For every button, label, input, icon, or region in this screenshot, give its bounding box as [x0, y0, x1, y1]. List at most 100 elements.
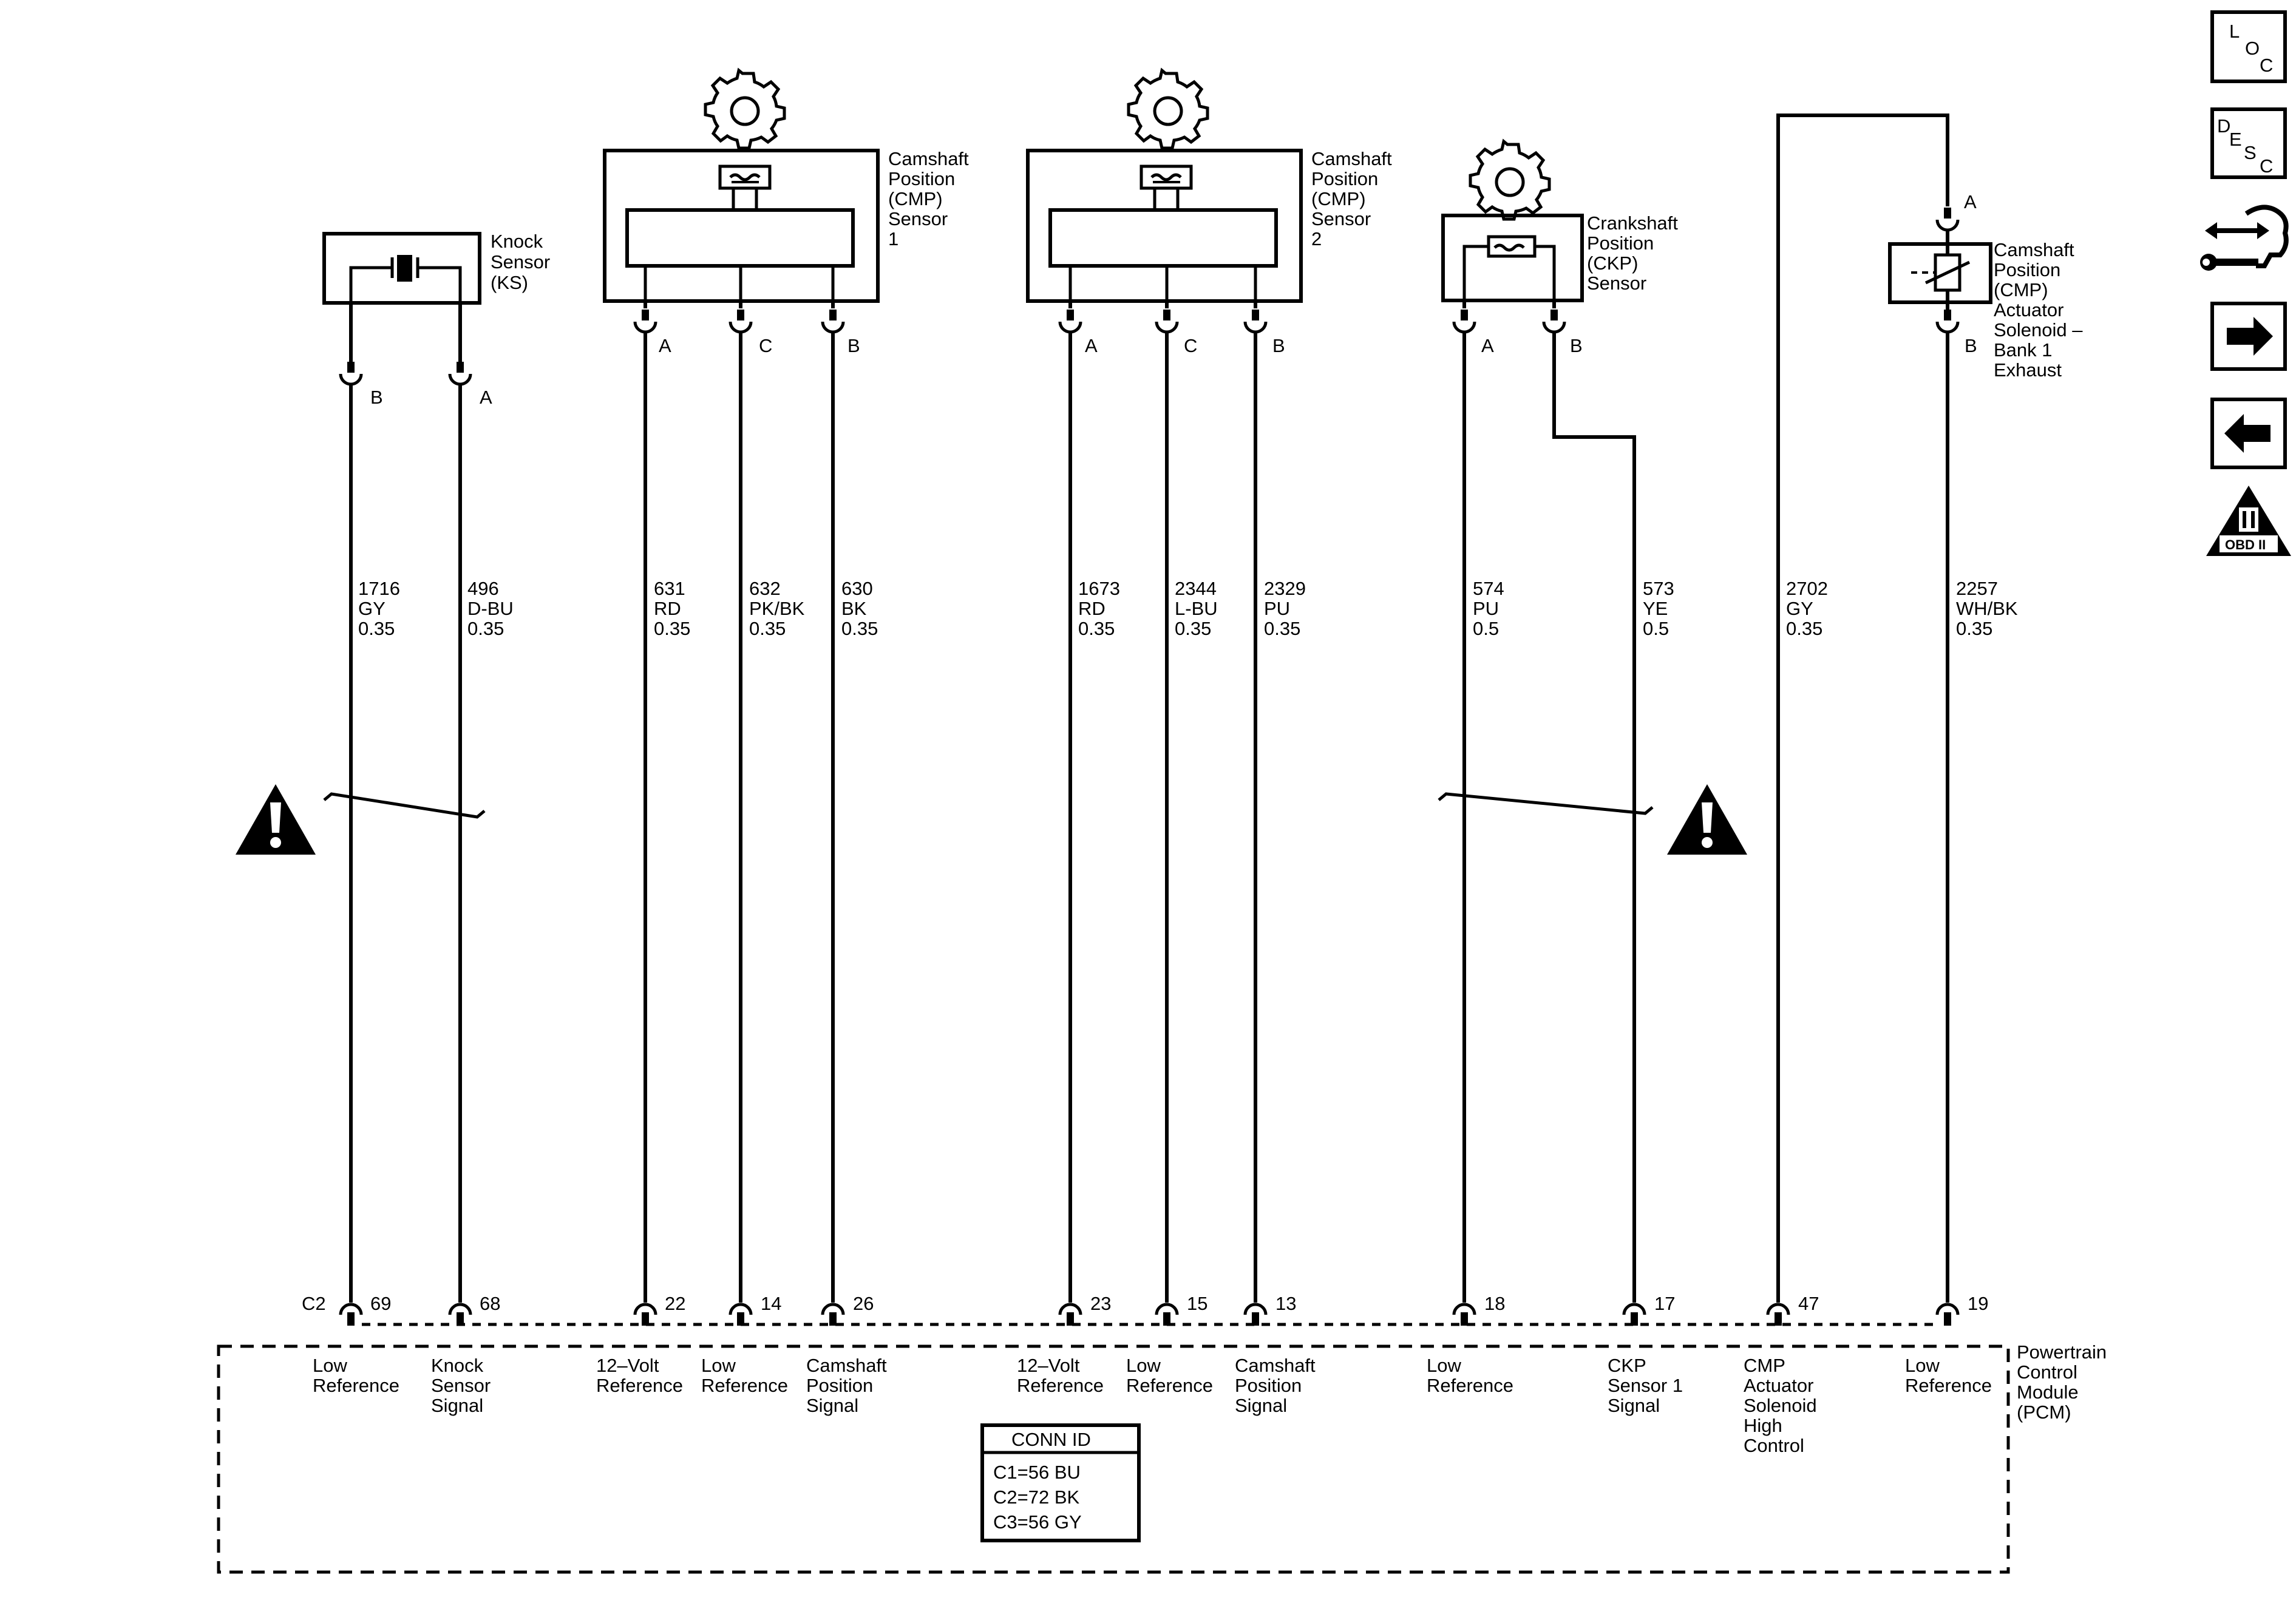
knock-sensor: Knock Sensor (KS) B A: [322, 231, 555, 408]
pcm-pin-socket: [341, 1304, 361, 1326]
ckp-sensor: Crankshaft Position (CKP) Sensor A B: [1441, 141, 1683, 356]
pcm-pin-number: 18: [1484, 1293, 1505, 1314]
connector-socket: [1156, 310, 1177, 332]
pin-label: B: [1570, 335, 1583, 356]
connector-wrench-icon: [2200, 205, 2289, 271]
nav-toolbar: L O C D E S C: [2200, 10, 2291, 556]
cmp-sensor-1-label: Camshaft Position (CMP) Sensor 1: [888, 148, 974, 249]
caution-icon: [236, 784, 316, 855]
arrow-right-icon: [2227, 317, 2273, 356]
ckp-sensor-label: Crankshaft Position (CKP) Sensor: [1587, 212, 1683, 294]
cmp-sensor-1: Camshaft Position (CMP) Sensor 1 A C B: [603, 70, 974, 356]
connector-socket: [635, 310, 656, 332]
rotating-gear-icon: [1129, 70, 1207, 148]
desc-letter: C: [2260, 155, 2273, 177]
conn-id-row: C2=72 BK: [993, 1486, 1080, 1508]
pcm-pin-socket: [1768, 1304, 1788, 1326]
caution-icon: [1667, 784, 1747, 855]
conn-id-row: C1=56 BU: [993, 1462, 1081, 1483]
pcm-pin-socket: [1156, 1304, 1177, 1326]
obd-ii-label: OBD II: [2225, 537, 2266, 552]
pcm-pin-socket: [1245, 1304, 1266, 1326]
next-page-button[interactable]: [2210, 302, 2287, 371]
knock-sensor-label: Knock Sensor (KS): [491, 231, 555, 293]
rotating-gear-icon: [1470, 141, 1549, 219]
desc-letter: S: [2244, 142, 2257, 163]
loc-letter: C: [2260, 55, 2273, 76]
pin-label: A: [1085, 335, 1098, 356]
connector-socket: [1454, 310, 1475, 332]
pcm-pin-number: 47: [1798, 1293, 1819, 1314]
arrow-left-icon: [2224, 414, 2271, 453]
pin-label: A: [480, 387, 492, 408]
pcm-pin-number: 22: [665, 1293, 685, 1314]
pcm-pin-number: 17: [1654, 1293, 1675, 1314]
rotating-gear-icon: [705, 70, 784, 148]
connector-socket: [1060, 310, 1081, 332]
connector-socket: [730, 310, 751, 332]
conn-id-row: C3=56 GY: [993, 1511, 1082, 1533]
cmp-sensor-2-label: Camshaft Position (CMP) Sensor 2: [1311, 148, 1397, 249]
description-view-button[interactable]: D E S C: [2210, 107, 2287, 179]
pin-label: C: [1184, 335, 1197, 356]
pcm-pin-number: 15: [1187, 1293, 1207, 1314]
wire-runs: [349, 331, 1949, 1303]
pcm-pin-socket: [1454, 1304, 1475, 1326]
desc-letter: E: [2229, 129, 2242, 150]
previous-page-button[interactable]: [2210, 398, 2287, 469]
cmp-actuator-label: Camshaft Position (CMP) Actuator Solenoi…: [1994, 239, 2088, 381]
pin-label: A: [659, 335, 671, 356]
pcm-pin-socket: [730, 1304, 751, 1326]
loc-letter: L: [2229, 21, 2240, 42]
connector-id-table: CONN ID C1=56 BU C2=72 BK C3=56 GY: [980, 1423, 1141, 1542]
obd-ii-button[interactable]: OBD II: [2206, 486, 2291, 556]
pcm-pin-number: 23: [1090, 1293, 1111, 1314]
pcm-pin-number: 14: [761, 1293, 781, 1314]
connector-socket: [1937, 208, 1958, 230]
pin-label: B: [1965, 335, 1977, 356]
connector-tool-button[interactable]: [2200, 205, 2289, 271]
pin-label: C: [759, 335, 772, 356]
connector-socket: [1245, 310, 1266, 332]
pin-label: A: [1964, 191, 1977, 212]
pcm-pin-number: 13: [1275, 1293, 1296, 1314]
pcm-pin-number: 68: [480, 1293, 500, 1314]
location-view-button[interactable]: L O C: [2210, 10, 2287, 83]
pcm-pin-number: 19: [1968, 1293, 1988, 1314]
pcm-pin-socket: [635, 1304, 656, 1326]
pcm-pin-socket: [450, 1304, 470, 1326]
cmp-sensor-2: Camshaft Position (CMP) Sensor 2 A C B: [1026, 70, 1397, 356]
pcm-pin-number: 69: [370, 1293, 391, 1314]
connector-socket: [341, 362, 361, 384]
pcm-label: Powertrain Control Module (PCM): [2017, 1341, 2112, 1423]
cmp-actuator-solenoid: A B Camshaft Position (CMP) Actuator Sol…: [1776, 114, 2088, 1303]
connector-socket: [450, 362, 470, 384]
pcm-pin-socket: [1060, 1304, 1081, 1326]
twisted-pair-marker: [323, 792, 1654, 819]
pcm-pin-number: 26: [853, 1293, 874, 1314]
pin-label: B: [1272, 335, 1285, 356]
connector-socket: [1544, 310, 1564, 332]
